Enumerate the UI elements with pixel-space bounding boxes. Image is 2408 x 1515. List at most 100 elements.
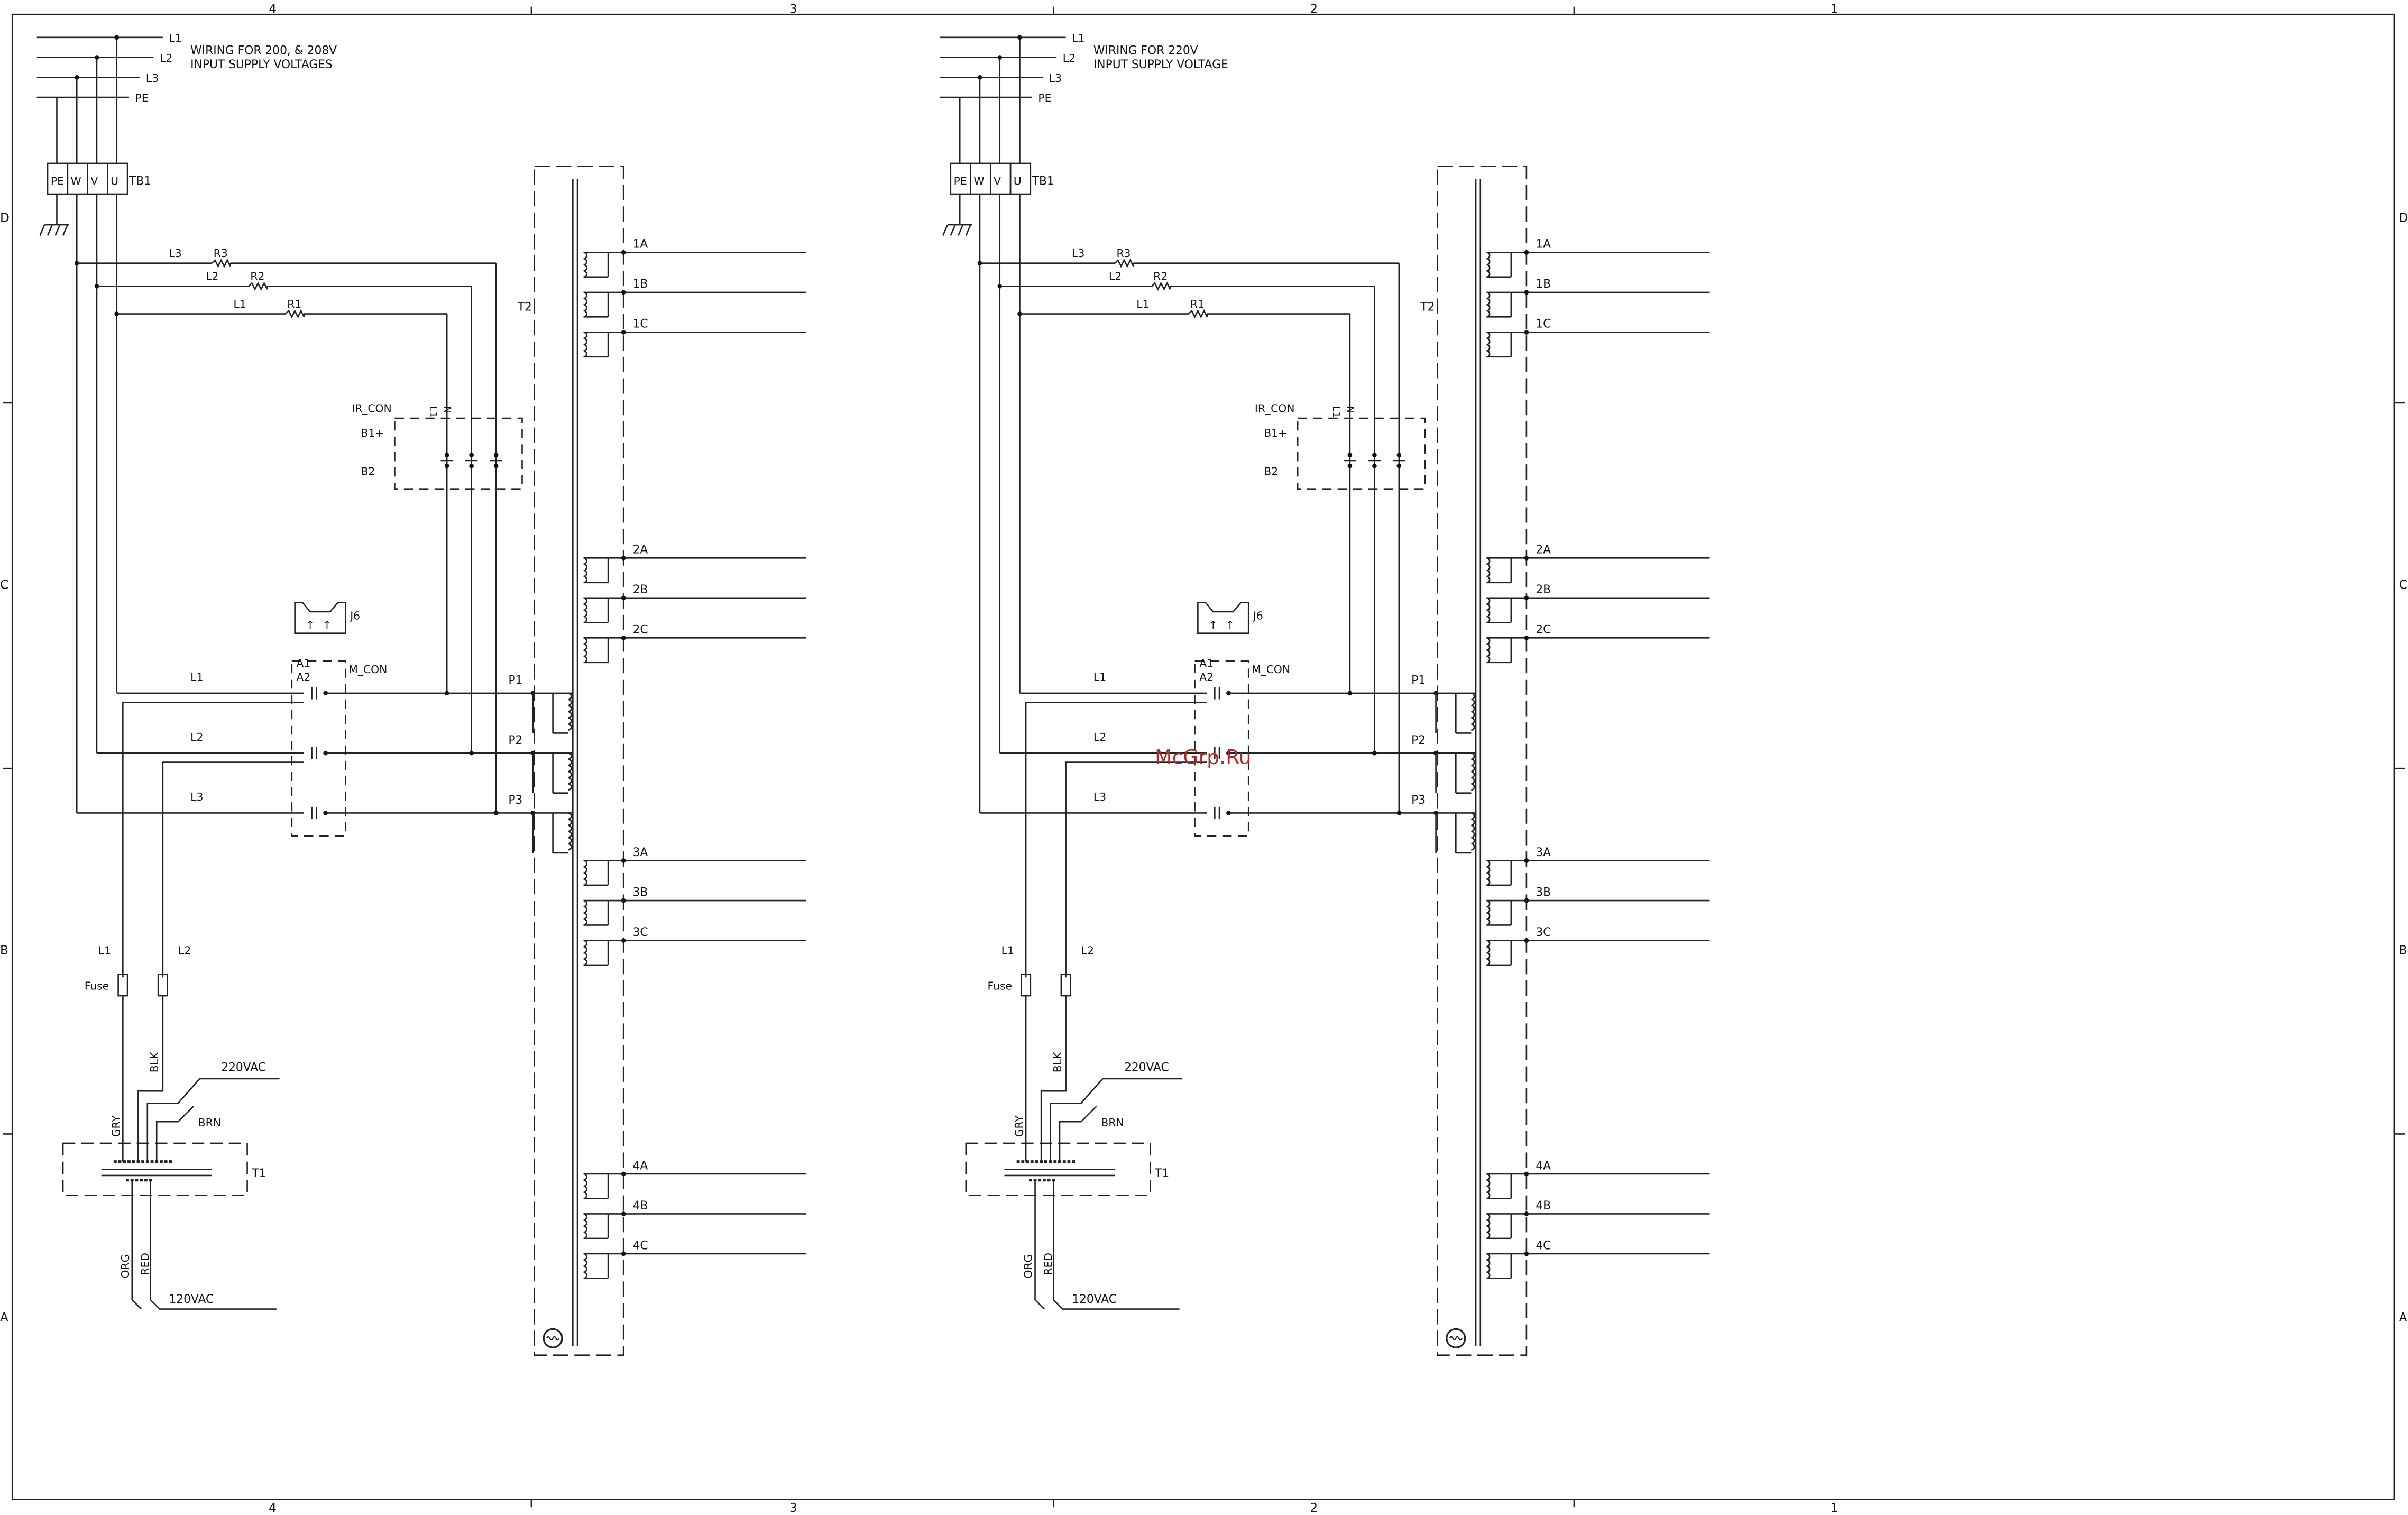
t2-thermal-symbol [543, 1328, 563, 1348]
junction-dot [1017, 35, 1022, 40]
contactor-label: M_CON [1252, 663, 1290, 676]
junction-dot [493, 811, 499, 815]
resistor-name: R3 [214, 247, 228, 260]
wire-brn [1059, 1106, 1097, 1162]
secondary-tap-label: 1C [1536, 318, 1551, 331]
t1-wire-red-label: RED [1042, 1253, 1054, 1275]
zone-left-c: C [0, 577, 8, 592]
junction-dot [621, 250, 626, 255]
secondary-tap-label: 3A [1536, 846, 1551, 859]
panel-title-line1: WIRING FOR 200, & 208V [190, 44, 337, 58]
resistor-name: R1 [287, 298, 301, 310]
junction-dot [1226, 691, 1231, 696]
secondary-tap-label: 1B [633, 278, 648, 291]
contactor-line-label: L3 [190, 791, 203, 803]
secondary-tap-label: 2B [1536, 583, 1551, 596]
junction-dot [323, 811, 328, 815]
resistor-line-label: L1 [233, 298, 246, 310]
t2-secondary-winding [583, 332, 587, 358]
junction-dot [444, 453, 449, 458]
contactor-line-label: L2 [1093, 731, 1106, 743]
fuse-label: Fuse [987, 979, 1012, 992]
t2-secondary-winding [583, 940, 587, 966]
t2-label: T2 [517, 301, 532, 314]
resistor-line-label: L3 [169, 247, 181, 260]
resistor-r1 [285, 309, 305, 319]
t1-wire-gry-label: GRY [110, 1115, 123, 1137]
zone-left-d: D [0, 210, 10, 225]
resistor-r3 [211, 258, 231, 268]
t1-box [62, 1142, 248, 1196]
zone-top-3: 3 [789, 2, 797, 16]
resistor-r2 [1151, 281, 1171, 291]
j6-arrow: ↑ [1209, 619, 1218, 631]
resistor-name: R2 [250, 270, 264, 283]
junction-dot [1524, 938, 1529, 943]
junction-dot [621, 636, 626, 640]
secondary-tap-label: 2C [1536, 623, 1551, 637]
junction-dot [621, 898, 626, 903]
ground-hatch [942, 224, 949, 236]
t2-secondary-winding [1486, 332, 1491, 358]
contactor-box [1194, 660, 1249, 837]
j6-arrow: ↑ [306, 619, 315, 631]
junction-dot [621, 555, 626, 561]
secondary-tap-label: 3B [633, 886, 648, 899]
t2-secondary-winding [583, 637, 587, 664]
junction-dot [1524, 1251, 1529, 1256]
ground-hatch [39, 224, 45, 236]
junction-dot [1226, 811, 1231, 815]
contactor-a2-label: A2 [1199, 671, 1214, 684]
wire-brn [155, 1106, 194, 1162]
junction-dot [1372, 750, 1377, 756]
j6-label: J6 [349, 610, 360, 622]
zone-left-b: B [0, 943, 8, 958]
secondary-tap-label: 2A [1536, 544, 1551, 557]
junction-dot [1524, 250, 1529, 255]
t1-label: T1 [1154, 1167, 1169, 1180]
tb1-cell-label: PE [51, 175, 64, 188]
resistor-line-label: L2 [1109, 270, 1122, 283]
control-wire-l1 [1025, 702, 1207, 978]
resistor-r3 [1114, 258, 1134, 268]
ir-con-pin-n: N [441, 406, 453, 414]
t2-secondary-winding [1486, 1253, 1491, 1279]
secondary-tap-label: 2C [633, 623, 648, 637]
t2-secondary-winding [1486, 291, 1491, 318]
wire-red [150, 1180, 277, 1310]
secondary-tap-label: 4B [1536, 1199, 1551, 1213]
junction-dot [323, 691, 328, 696]
ir-con-pin-n: N [1344, 406, 1356, 414]
t2-thermal-wave [1449, 1336, 1463, 1340]
fuse-l2-symbol [1060, 974, 1071, 997]
t2-secondary-winding [583, 557, 587, 584]
supply-label-pe: PE [1038, 92, 1051, 105]
zone-bottom-1: 1 [1831, 1501, 1839, 1512]
fuse-l2-label: L2 [178, 944, 191, 957]
t2-secondary-winding [1486, 860, 1491, 886]
zone-left-a: A [0, 1310, 8, 1325]
supply-label-l1: L1 [169, 32, 181, 44]
panel-title-line1: WIRING FOR 220V [1093, 44, 1198, 58]
secondary-tap-label: 3C [633, 926, 648, 939]
resistor-r1 [1188, 309, 1208, 319]
t2-primary-winding [1471, 752, 1475, 791]
junction-dot [1347, 691, 1353, 696]
junction-dot [621, 1171, 626, 1177]
junction-dot [1372, 463, 1377, 469]
ground-hatch [47, 224, 53, 236]
contactor-line-label: L2 [190, 731, 203, 743]
junction-dot [94, 55, 99, 60]
junction-dot [1017, 311, 1022, 316]
ground-hatch [965, 224, 971, 236]
junction-dot [997, 55, 1003, 60]
junction-dot [621, 290, 626, 295]
panel-title-line2: INPUT SUPPLY VOLTAGES [190, 58, 333, 71]
t2-secondary-winding [583, 1213, 587, 1239]
t2-secondary-winding [1486, 637, 1491, 664]
t2-secondary-winding [583, 252, 587, 278]
